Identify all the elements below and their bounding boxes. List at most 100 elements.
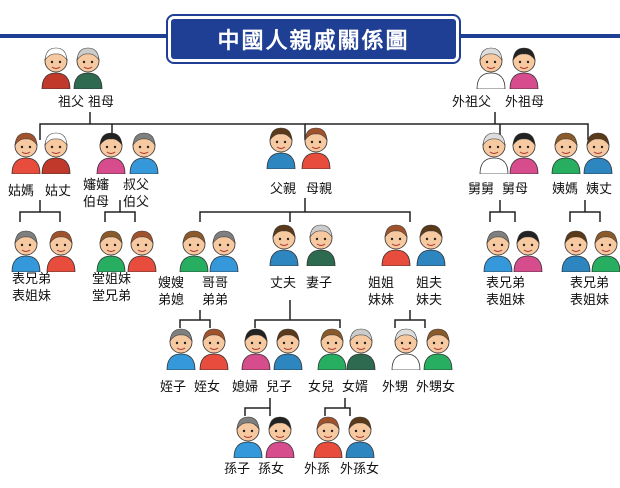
person-illustration bbox=[345, 326, 377, 374]
line-uncle-paternal-children bbox=[104, 200, 136, 222]
label-daughter: 女兒 bbox=[308, 380, 335, 395]
person-illustration bbox=[380, 222, 412, 270]
label-wife: 妻子 bbox=[306, 276, 333, 291]
person-illustration bbox=[128, 130, 160, 178]
person-illustration bbox=[415, 222, 447, 270]
label-cousin-brother-right: 表兄弟 bbox=[570, 276, 610, 291]
label-tang-sister: 堂姐妹 bbox=[92, 272, 132, 287]
label-cousin-sister-right: 表姐妹 bbox=[570, 293, 610, 308]
label-grandson: 孫子 bbox=[224, 462, 251, 477]
label-sister-in-law-b: 弟媳 bbox=[158, 293, 185, 308]
person-illustration bbox=[344, 414, 376, 462]
line-brothers-children bbox=[179, 310, 211, 328]
label-aunt-paternal: 姑媽 bbox=[8, 184, 35, 199]
label-aunt-maternal: 姨媽 bbox=[552, 182, 579, 197]
label-cousin-brother-left: 表兄弟 bbox=[12, 272, 52, 287]
person-illustration bbox=[508, 130, 540, 178]
line-aunt-paternal-children bbox=[19, 200, 61, 222]
label-elder-sister: 姐姐 bbox=[368, 276, 395, 291]
person-illustration bbox=[10, 130, 42, 178]
label-granddaughter-daughter: 外孫女 bbox=[340, 462, 380, 477]
person-illustration bbox=[316, 326, 348, 374]
label-tang-brother: 堂兄弟 bbox=[92, 289, 132, 304]
person-illustration bbox=[312, 414, 344, 462]
person-illustration bbox=[95, 130, 127, 178]
label-younger-sister-husband: 妹夫 bbox=[416, 293, 443, 308]
label-younger-sister: 妹妹 bbox=[368, 293, 395, 308]
person-illustration bbox=[475, 45, 507, 93]
label-uncle-a: 叔父 bbox=[123, 178, 150, 193]
person-illustration bbox=[560, 228, 592, 276]
person-illustration bbox=[198, 326, 230, 374]
person-illustration bbox=[305, 222, 337, 270]
person-illustration bbox=[40, 45, 72, 93]
person-illustration bbox=[482, 228, 514, 276]
label-aunt-maternal-husband: 姨丈 bbox=[586, 182, 613, 197]
person-illustration bbox=[126, 228, 158, 276]
line-aunt-maternal-children bbox=[569, 200, 601, 222]
person-illustration bbox=[165, 326, 197, 374]
label-niece-sister: 外甥女 bbox=[416, 380, 456, 395]
line-uncle-maternal-children bbox=[489, 200, 516, 222]
label-daughter-in-law: 媳婦 bbox=[232, 380, 259, 395]
label-uncle-wife-a: 嬸嬸 bbox=[83, 178, 110, 193]
person-illustration bbox=[265, 125, 297, 173]
person-illustration bbox=[95, 228, 127, 276]
title-bar-left bbox=[0, 34, 170, 38]
person-illustration bbox=[268, 222, 300, 270]
label-cousin-sister-mid: 表姐妹 bbox=[486, 293, 526, 308]
label-younger-brother: 弟弟 bbox=[202, 293, 229, 308]
person-illustration bbox=[264, 414, 296, 462]
label-son-in-law: 女婿 bbox=[342, 380, 369, 395]
label-father: 父親 bbox=[270, 182, 297, 197]
person-illustration bbox=[10, 228, 42, 276]
label-cousin-sister-left: 表姐妹 bbox=[12, 289, 52, 304]
person-illustration bbox=[240, 326, 272, 374]
person-illustration bbox=[178, 228, 210, 276]
label-sister-in-law-a: 嫂嫂 bbox=[158, 276, 185, 291]
line-sisters-children bbox=[394, 310, 426, 328]
label-grandmother-paternal: 祖母 bbox=[88, 95, 115, 110]
label-grandson-daughter: 外孫 bbox=[304, 462, 331, 477]
person-illustration bbox=[272, 326, 304, 374]
label-nephew: 姪子 bbox=[160, 380, 187, 395]
person-illustration bbox=[590, 228, 620, 276]
label-grandmother-maternal: 外祖母 bbox=[505, 95, 545, 110]
label-nephew-sister: 外甥 bbox=[382, 380, 409, 395]
person-illustration bbox=[72, 45, 104, 93]
label-uncle-maternal-wife: 舅母 bbox=[502, 182, 529, 197]
diagram-title: 中國人親戚關係圖 bbox=[168, 16, 459, 62]
person-illustration bbox=[232, 414, 264, 462]
line-couple-children bbox=[254, 300, 341, 328]
person-illustration bbox=[512, 228, 544, 276]
person-illustration bbox=[550, 130, 582, 178]
person-illustration bbox=[300, 125, 332, 173]
line-maternal-grandparents bbox=[305, 112, 589, 140]
label-granddaughter: 孫女 bbox=[258, 462, 285, 477]
person-illustration bbox=[582, 130, 614, 178]
label-uncle-maternal: 舅舅 bbox=[468, 182, 495, 197]
person-illustration bbox=[45, 228, 77, 276]
label-aunt-paternal-husband: 姑丈 bbox=[45, 184, 72, 199]
label-grandfather-maternal: 外祖父 bbox=[452, 95, 492, 110]
person-illustration bbox=[422, 326, 454, 374]
label-niece: 姪女 bbox=[194, 380, 221, 395]
line-daughter-children bbox=[324, 398, 351, 416]
label-grandfather-paternal: 祖父 bbox=[58, 95, 85, 110]
person-illustration bbox=[390, 326, 422, 374]
label-son: 兒子 bbox=[266, 380, 293, 395]
person-illustration bbox=[508, 45, 540, 93]
line-son-children bbox=[244, 398, 271, 416]
person-illustration bbox=[478, 130, 510, 178]
label-husband: 丈夫 bbox=[270, 276, 297, 291]
line-parents-children bbox=[199, 198, 411, 222]
label-uncle-b: 伯父 bbox=[123, 195, 150, 210]
label-mother: 母親 bbox=[306, 182, 333, 197]
label-elder-sister-husband: 姐夫 bbox=[416, 276, 443, 291]
person-illustration bbox=[208, 228, 240, 276]
title-bar-right bbox=[452, 34, 620, 38]
label-uncle-wife-b: 伯母 bbox=[83, 195, 110, 210]
person-illustration bbox=[40, 130, 72, 178]
label-elder-brother: 哥哥 bbox=[202, 276, 229, 291]
